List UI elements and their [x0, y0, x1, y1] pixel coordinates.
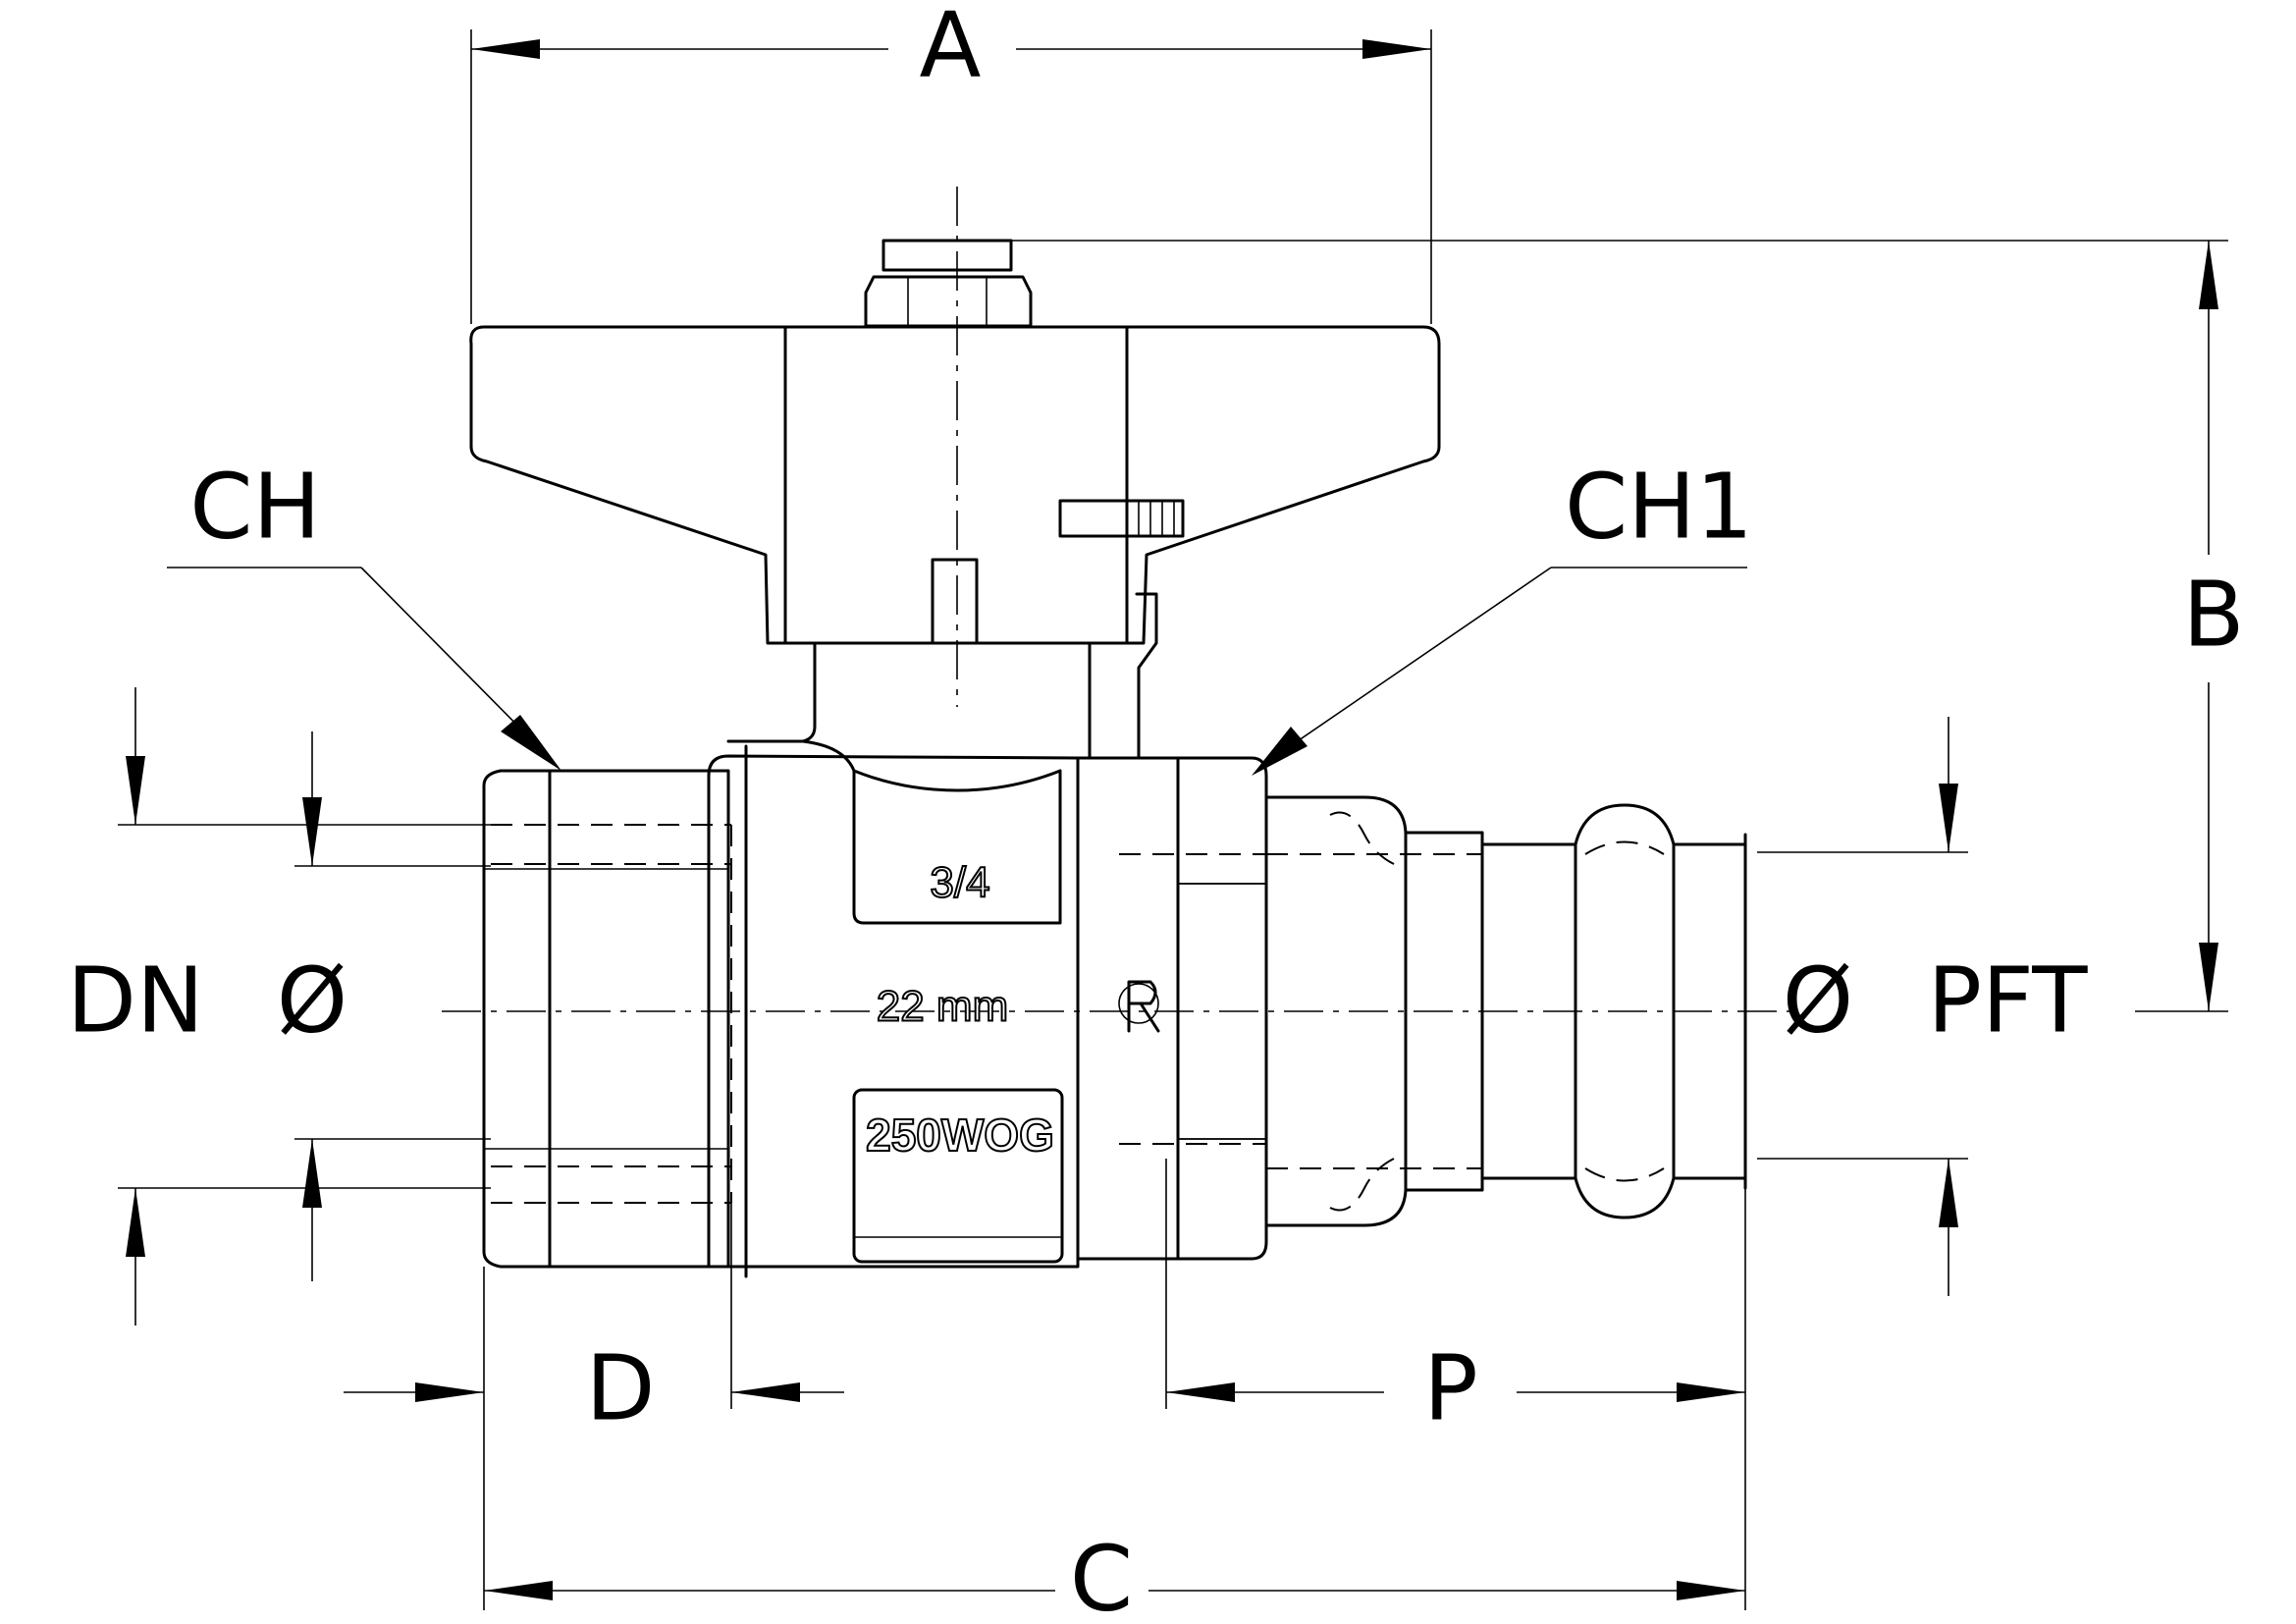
label-ch: CH	[189, 454, 320, 559]
label-ch1: CH1	[1565, 454, 1753, 559]
label-c: C	[1070, 1526, 1133, 1624]
pressure-marking: 250WOG	[866, 1110, 1054, 1161]
label-p: P	[1423, 1335, 1477, 1440]
label-pft: PFT	[1928, 947, 2089, 1053]
dimension-d	[344, 1203, 844, 1409]
dimension-dn	[118, 687, 491, 1326]
handle-nut	[864, 239, 1033, 328]
label-dia-right: Ø	[1783, 947, 1853, 1053]
gr-logo	[1118, 980, 1160, 1033]
dimension-p	[1165, 1159, 1745, 1409]
label-a: A	[920, 0, 982, 97]
valve-body	[482, 739, 1268, 1278]
press-fitting	[1264, 795, 1747, 1227]
leader-ch1	[1252, 567, 1747, 776]
dimension-b	[982, 240, 2228, 1012]
valve-stem	[726, 592, 1158, 760]
dimension-a	[470, 29, 1432, 324]
butterfly-handle	[469, 325, 1441, 645]
size-marking: 3/4	[930, 859, 989, 907]
leader-ch	[167, 567, 561, 771]
diameter-marking: 22 mm	[877, 983, 1008, 1031]
label-b: B	[2182, 562, 2244, 667]
label-dn: DN	[67, 947, 204, 1053]
dimension-pft	[1757, 717, 1968, 1296]
dimension-c	[483, 1188, 1746, 1610]
label-dia-left: Ø	[277, 947, 347, 1053]
label-d: D	[586, 1335, 656, 1440]
internal-threads	[491, 824, 1266, 1204]
dimension-dia-left	[294, 731, 491, 1281]
